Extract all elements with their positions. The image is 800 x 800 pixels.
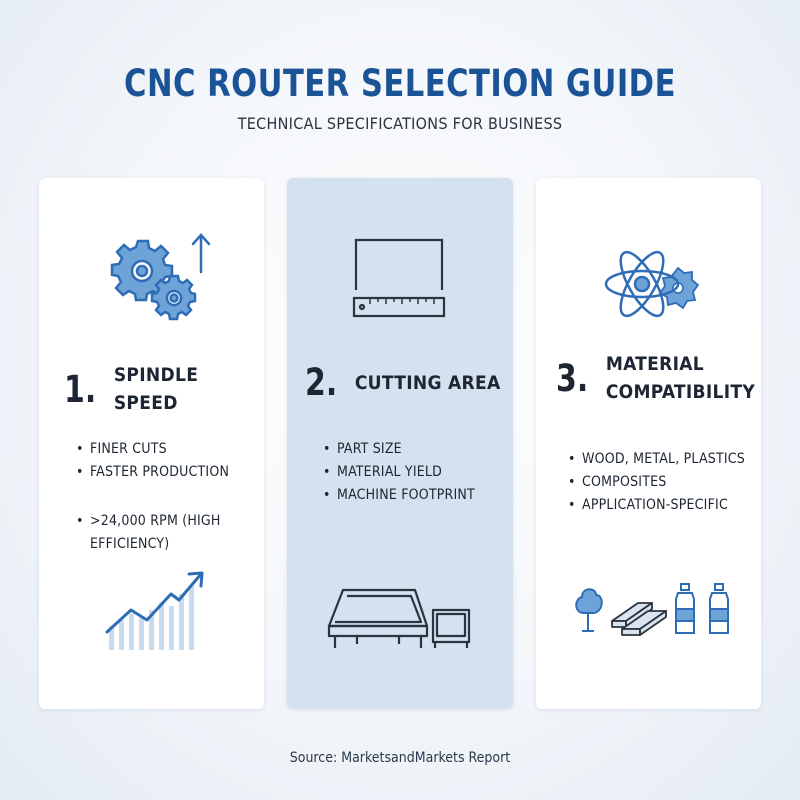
page-subtitle: TECHNICAL SPECIFICATIONS FOR BUSINESS xyxy=(237,114,563,133)
list-item-continued-text: EFFICIENCY) xyxy=(90,536,170,552)
list-item: MATERIAL YIELD xyxy=(323,461,475,484)
list-item: PART SIZE xyxy=(323,438,475,461)
list-item: FINER CUTS xyxy=(76,438,229,461)
list-item: FASTER PRODUCTION xyxy=(76,461,229,484)
bullet-list-rpm: >24,000 RPM (HIGH EFFICIENCY) xyxy=(76,510,221,556)
card-number: 2. xyxy=(305,361,338,404)
bullet-list: WOOD, METAL, PLASTICS COMPOSITES APPLICA… xyxy=(568,448,745,517)
materials-icon xyxy=(575,583,729,636)
page-title: CNC ROUTER SELECTION GUIDE xyxy=(124,62,676,105)
card-material-compatibility: 3. MATERIAL COMPATIBILITY WOOD, METAL, P… xyxy=(536,178,761,709)
source-note: Source: MarketsandMarkets Report xyxy=(289,750,511,766)
card-number: 1. xyxy=(64,367,97,411)
card-heading: 3. MATERIAL COMPATIBILITY xyxy=(556,350,755,406)
list-item: APPLICATION-SPECIFIC xyxy=(568,494,745,517)
card-heading: 2. CUTTING AREA xyxy=(305,361,501,404)
bullet-list: FINER CUTS FASTER PRODUCTION xyxy=(76,438,229,484)
list-item-continued: EFFICIENCY) xyxy=(76,533,221,556)
card-spindle-speed: 1. SPINDLE SPEED FINER CUTS FASTER PRODU… xyxy=(39,178,264,709)
card-heading-text: MATERIAL COMPATIBILITY xyxy=(606,350,755,406)
machine-bed-icon xyxy=(327,588,471,648)
card-heading-text: CUTTING AREA xyxy=(354,371,501,394)
ruler-frame-icon xyxy=(352,238,446,318)
card-cutting-area: 2. CUTTING AREA PART SIZE MATERIAL YIELD… xyxy=(287,178,513,709)
card-number: 3. xyxy=(556,356,589,400)
growth-chart-icon xyxy=(105,571,204,650)
heading-line: MATERIAL xyxy=(605,353,704,375)
list-item: WOOD, METAL, PLASTICS xyxy=(568,448,745,471)
list-item: >24,000 RPM (HIGH xyxy=(76,510,221,533)
card-heading: 1. SPINDLE SPEED xyxy=(64,361,264,417)
list-item: MACHINE FOOTPRINT xyxy=(323,484,475,507)
card-heading-text: SPINDLE SPEED xyxy=(113,364,199,414)
bullet-list: PART SIZE MATERIAL YIELD MACHINE FOOTPRI… xyxy=(323,438,475,507)
atom-saw-icon xyxy=(604,250,700,318)
gears-arrow-up-icon xyxy=(110,233,211,321)
heading-line: COMPATIBILITY xyxy=(605,381,756,403)
list-item: COMPOSITES xyxy=(568,471,745,494)
